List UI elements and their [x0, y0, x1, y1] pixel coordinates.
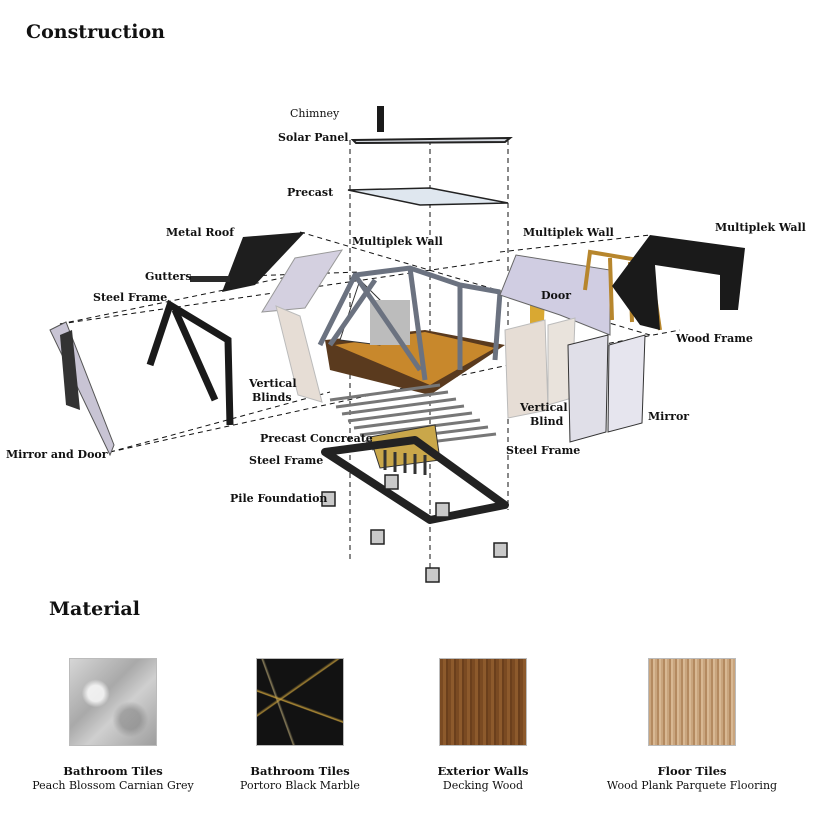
- label-solar-panel: Solar Panel: [278, 131, 349, 144]
- material-heading: Material: [49, 598, 140, 620]
- material-desc: Decking Wood: [442, 779, 524, 792]
- dark-wood-swatch: [439, 658, 527, 746]
- mirror-door-part: [49, 321, 115, 457]
- material-item: Bathroom Tiles Peach Blossom Carnian Gre…: [13, 658, 213, 792]
- material-name: Bathroom Tiles: [250, 764, 350, 778]
- exploded-construction-diagram: Chimney Solar Panel Precast Metal Roof M…: [6, 106, 806, 583]
- steel-frame-bottom-part: [321, 436, 509, 524]
- vertical-blinds-left-part: [275, 305, 323, 403]
- material-desc: Peach Blossom Carnian Grey: [32, 779, 194, 792]
- label-steel-frame-bottom: Steel Frame: [249, 454, 323, 467]
- solar-panel-part: [350, 136, 513, 145]
- label-precast: Precast: [287, 186, 334, 199]
- material-name: Bathroom Tiles: [63, 764, 163, 778]
- label-chimney: Chimney: [290, 107, 340, 120]
- material-name: Exterior Walls: [437, 764, 529, 778]
- house-module: [317, 265, 545, 395]
- label-mirror-and-door: Mirror and Door: [6, 448, 108, 461]
- label-multiplek-wall-far-right: Multiplek Wall: [715, 221, 806, 234]
- label-steel-frame-top: Steel Frame: [93, 291, 167, 304]
- material-name: Floor Tiles: [657, 764, 727, 778]
- label-precast-concreate: Precast Concreate: [260, 432, 373, 445]
- material-item: Bathroom Tiles Portoro Black Marble: [200, 658, 400, 792]
- construction-heading: Construction: [26, 21, 165, 43]
- mirror-door-frame: [60, 330, 80, 410]
- label-wood-frame: Wood Frame: [675, 332, 753, 345]
- label-mirror: Mirror: [648, 410, 689, 423]
- label-gutters: Gutters: [145, 270, 192, 283]
- vertical-blind-right-part: [504, 319, 549, 419]
- gutters-part: [190, 276, 230, 282]
- multiplek-wall-center-part: [261, 249, 344, 313]
- pile-foundation-part: [321, 474, 508, 583]
- steel-frame-a-part: [146, 299, 234, 426]
- grey-marble-swatch: [69, 658, 157, 746]
- label-multiplek-wall-center: Multiplek Wall: [352, 235, 443, 248]
- precast-part: [347, 187, 509, 206]
- label-multiplek-wall-right: Multiplek Wall: [523, 226, 614, 239]
- material-desc: Wood Plank Parquete Flooring: [606, 779, 778, 792]
- label-pile-foundation: Pile Foundation: [230, 492, 327, 505]
- light-wood-swatch: [648, 658, 736, 746]
- material-desc: Portoro Black Marble: [240, 779, 360, 792]
- black-marble-swatch: [256, 658, 344, 746]
- metal-roof-part: [222, 232, 305, 292]
- material-item: Floor Tiles Wood Plank Parquete Flooring: [592, 658, 792, 792]
- label-steel-frame-right: Steel Frame: [506, 444, 580, 457]
- mirror-part: [567, 334, 609, 443]
- multiplek-wall-far-right-part: [612, 235, 745, 330]
- label-metal-roof: Metal Roof: [166, 226, 235, 239]
- material-item: Exterior Walls Decking Wood: [383, 658, 583, 792]
- label-door: Door: [541, 289, 571, 302]
- chimney-part: [377, 106, 384, 132]
